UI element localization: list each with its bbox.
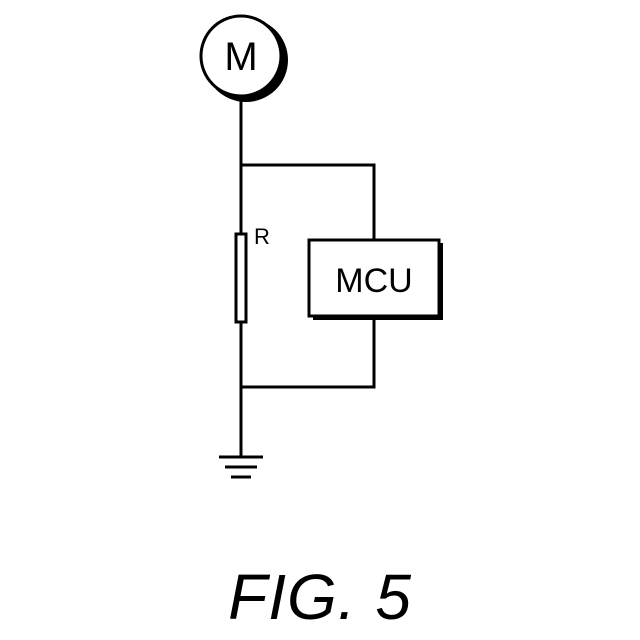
motor-label: M <box>224 35 257 79</box>
resistor-label: R <box>254 224 270 249</box>
figure-caption: FIG. 5 <box>0 560 640 634</box>
ground-symbol <box>219 457 263 477</box>
motor-symbol: M <box>201 16 288 102</box>
mcu-block: MCU <box>309 240 443 320</box>
resistor-body <box>236 234 246 322</box>
mcu-label: MCU <box>335 262 412 300</box>
resistor-symbol: R <box>236 224 270 322</box>
wire-bottom-branch <box>241 318 374 387</box>
